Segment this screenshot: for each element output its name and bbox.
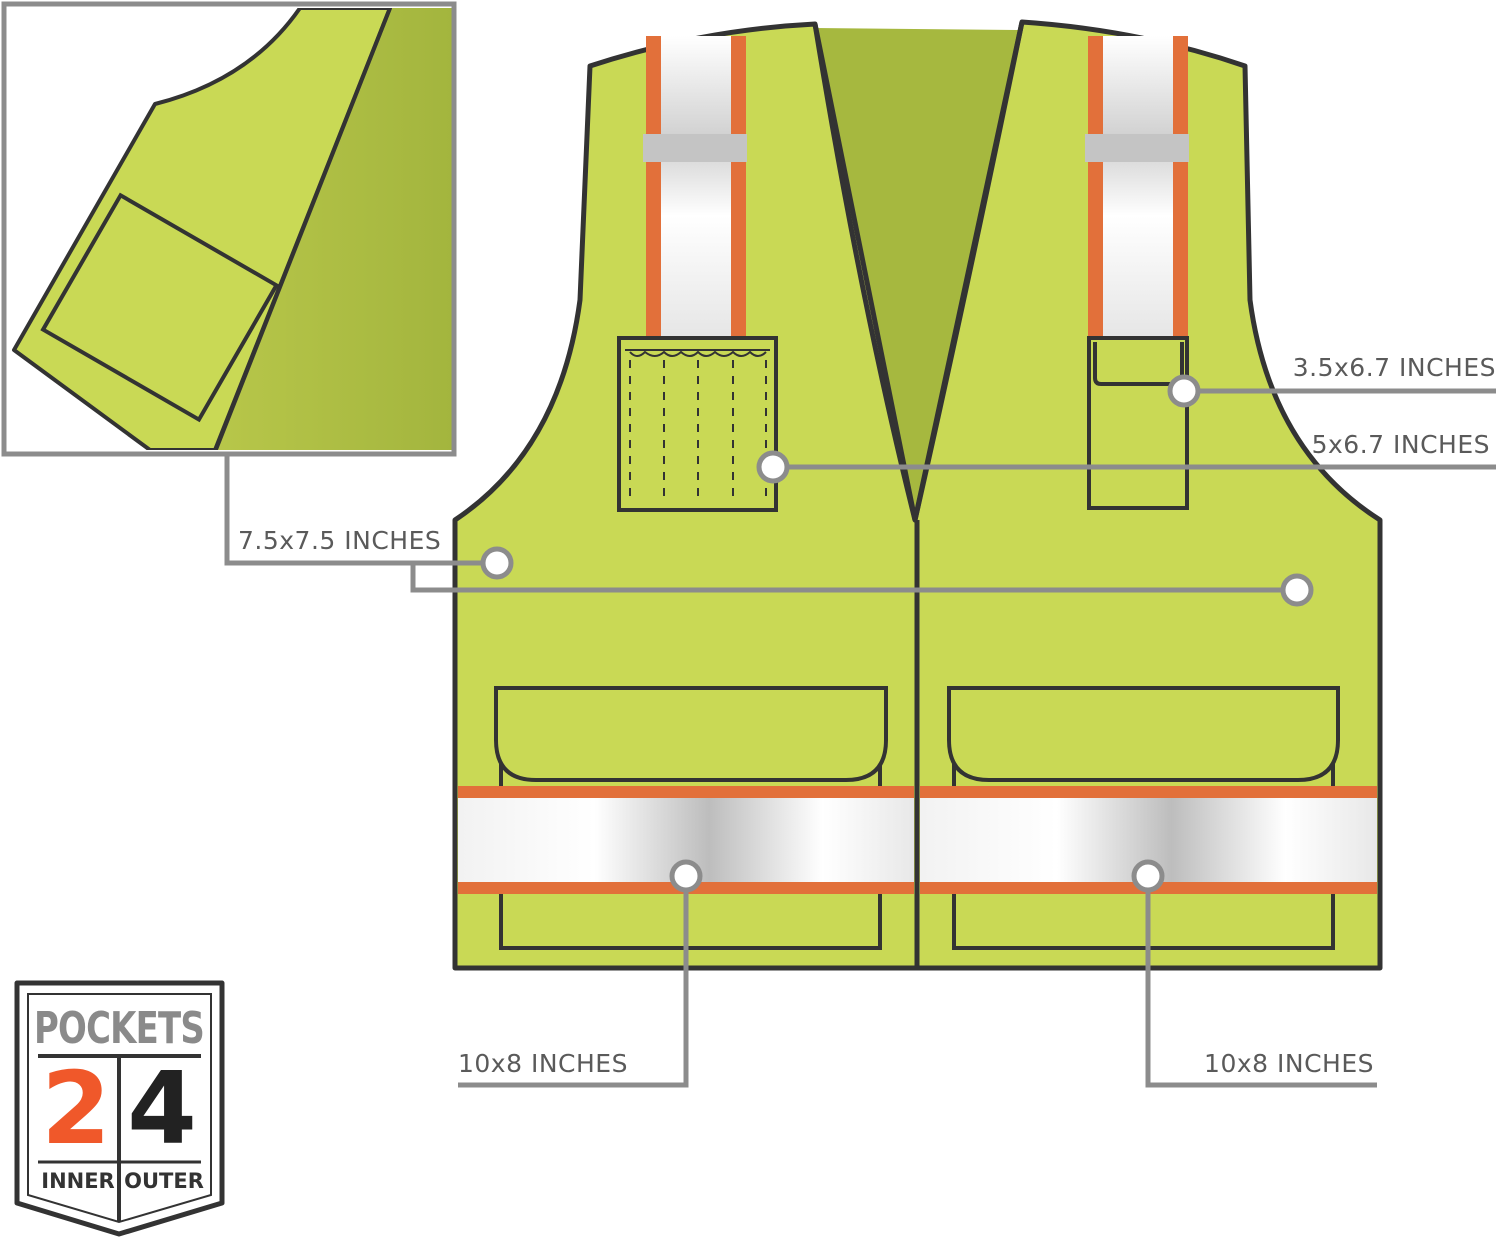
vest bbox=[452, 19, 1383, 971]
vest-inner-back bbox=[815, 28, 1022, 520]
right-shoulder-strap bbox=[1085, 36, 1189, 336]
outer-count: 4 bbox=[127, 1050, 197, 1167]
inner-label: INNER bbox=[41, 1169, 114, 1193]
left-shoulder-strap bbox=[643, 36, 747, 336]
chest-pocket bbox=[617, 336, 778, 512]
pockets-badge: POCKETS 2 4 INNER OUTER bbox=[14, 980, 225, 1237]
lower-left-pocket-label: 10x8 INCHES bbox=[458, 1049, 628, 1078]
inner-pocket-marker-left bbox=[480, 546, 514, 580]
callouts bbox=[224, 374, 1496, 1088]
lower-right-pocket-marker bbox=[1131, 859, 1165, 893]
lower-left-pocket-marker bbox=[669, 859, 703, 893]
inner-pocket-inset bbox=[1, 1, 457, 457]
inner-count: 2 bbox=[41, 1050, 111, 1167]
inner-pocket-shape bbox=[40, 192, 280, 423]
small-pocket-marker bbox=[1167, 374, 1201, 408]
small-chest-pocket bbox=[1087, 336, 1189, 510]
badge-title: POCKETS bbox=[34, 1003, 204, 1054]
small-pocket-label: 3.5x6.7 INCHES bbox=[1293, 353, 1496, 382]
inner-pocket-label: 7.5x7.5 INCHES bbox=[238, 526, 441, 555]
outer-label: OUTER bbox=[124, 1169, 204, 1193]
lower-right-pocket-label: 10x8 INCHES bbox=[1204, 1049, 1374, 1078]
chest-pocket-label: 5x6.7 INCHES bbox=[1312, 430, 1490, 459]
chest-pocket-marker bbox=[756, 450, 790, 484]
inner-pocket-marker-right bbox=[1280, 573, 1314, 607]
